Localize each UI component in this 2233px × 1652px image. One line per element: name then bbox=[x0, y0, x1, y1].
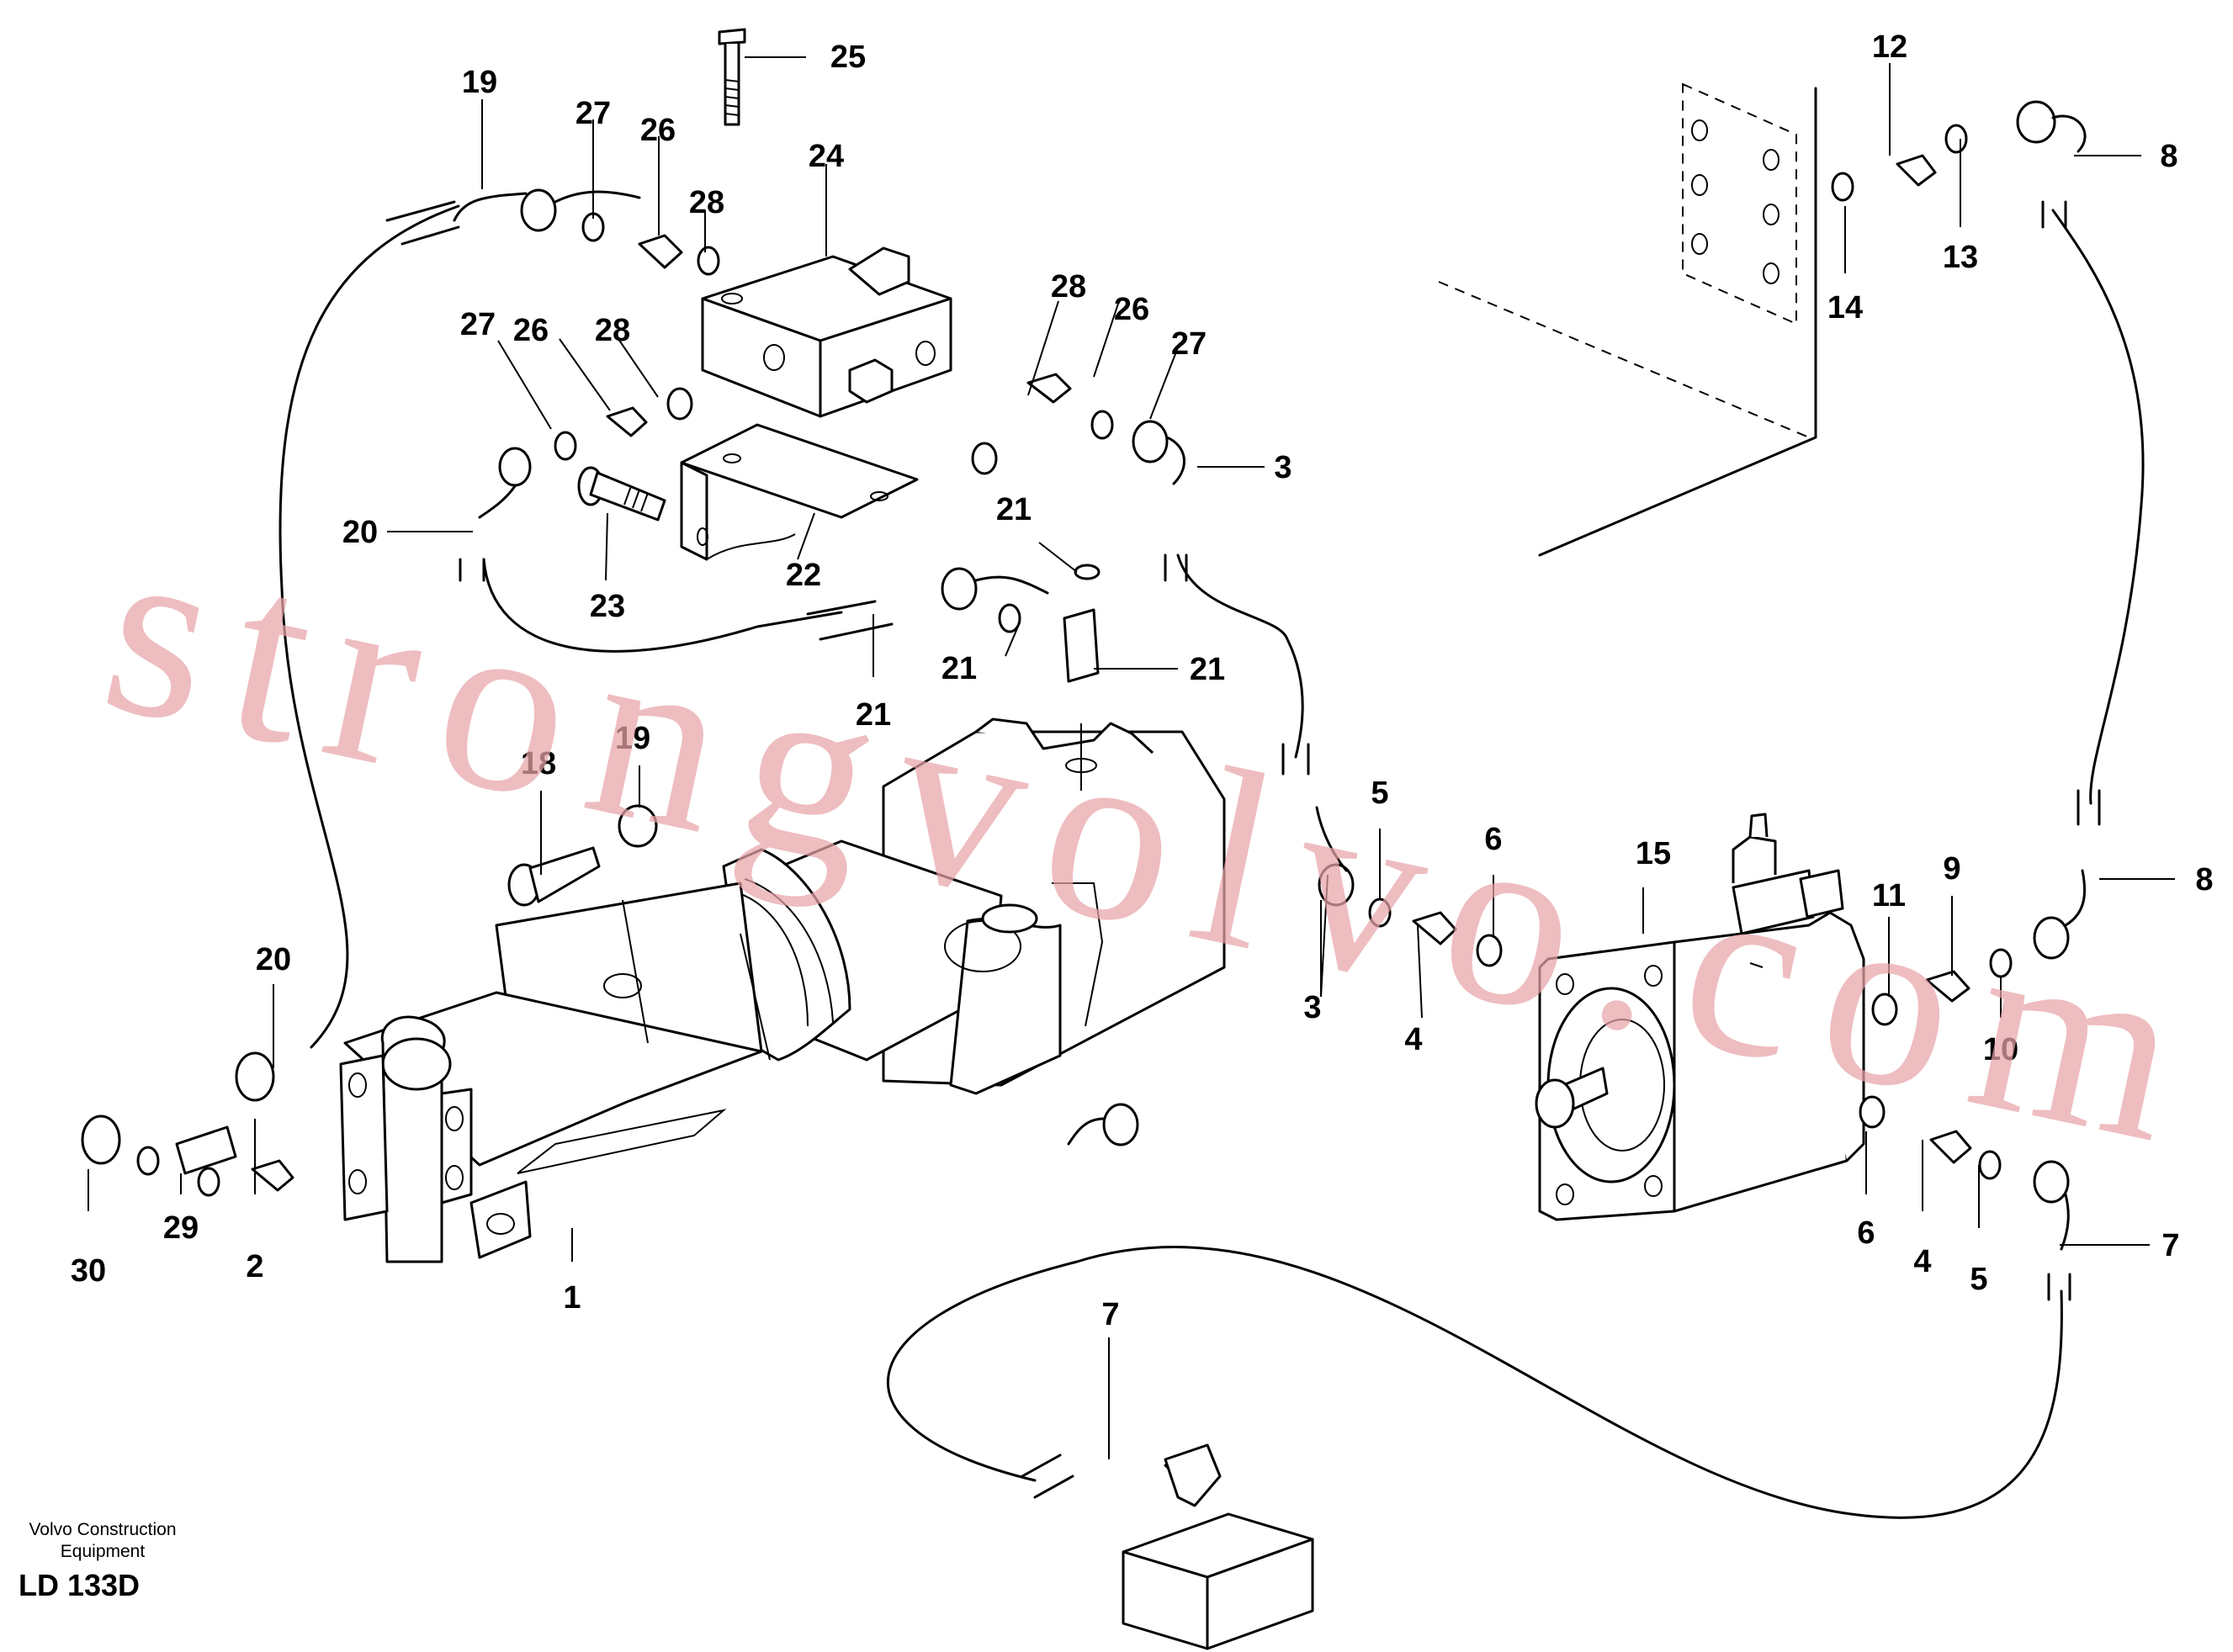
callout-27: 27 bbox=[575, 96, 611, 131]
pump-assembly bbox=[339, 717, 1226, 1263]
callout-26: 26 bbox=[513, 313, 549, 348]
callout-8: 8 bbox=[2160, 139, 2177, 174]
washer bbox=[618, 804, 658, 848]
callout-13: 13 bbox=[1943, 240, 1978, 275]
caption-org-line1: Volvo Construction bbox=[29, 1520, 177, 1539]
callout-4: 4 bbox=[1913, 1244, 1931, 1279]
callout-26: 26 bbox=[1114, 292, 1149, 327]
callout-12: 12 bbox=[1872, 29, 1907, 65]
caption-org: Volvo Construction Equipment bbox=[19, 1519, 187, 1563]
hydraulic-motor bbox=[1535, 813, 1865, 1221]
tank bbox=[1122, 1512, 1314, 1650]
caption-org-line2: Equipment bbox=[60, 1542, 146, 1561]
callout-21: 21 bbox=[996, 492, 1032, 527]
callout-5: 5 bbox=[1970, 1262, 1987, 1297]
leader-lines bbox=[88, 56, 2175, 1459]
callout-4: 4 bbox=[1404, 1022, 1422, 1057]
bolt bbox=[718, 28, 746, 126]
callout-5: 5 bbox=[1371, 776, 1388, 811]
callout-18: 19 bbox=[462, 65, 497, 100]
callout-18: 20 bbox=[256, 942, 291, 977]
callout-21: 21 bbox=[941, 651, 977, 686]
callout-7: 7 bbox=[1101, 1297, 1119, 1332]
callout-29: 29 bbox=[163, 1210, 199, 1246]
callout-6: 6 bbox=[1484, 822, 1502, 857]
callout-7: 7 bbox=[2161, 1228, 2179, 1263]
callout-19: 21 bbox=[856, 697, 891, 733]
callout-28: 28 bbox=[689, 185, 724, 220]
callout-20: 21 bbox=[1190, 652, 1225, 687]
callout-6: 6 bbox=[1857, 1215, 1875, 1251]
callout-27: 27 bbox=[460, 307, 496, 342]
fittings bbox=[81, 100, 2087, 1507]
callout-11: 11 bbox=[1872, 878, 1906, 913]
drawing-code: LD 133D bbox=[19, 1568, 141, 1602]
callout-24: 24 bbox=[809, 139, 844, 174]
screw bbox=[507, 846, 601, 907]
callout-30: 30 bbox=[71, 1253, 106, 1289]
callout-28: 28 bbox=[595, 313, 630, 348]
hoses bbox=[278, 192, 2145, 1519]
callout-27: 27 bbox=[1171, 326, 1207, 362]
callout-1: 1 bbox=[563, 1280, 581, 1316]
callout-28: 28 bbox=[1051, 269, 1086, 304]
callout-23: 23 bbox=[590, 589, 625, 624]
callout-22: 22 bbox=[786, 558, 821, 593]
callout-19: 20 bbox=[342, 515, 378, 550]
callouts: 19 27 26 28 25 24 27 26 28 20 22 23 28 2… bbox=[71, 29, 2214, 1332]
callout-26: 26 bbox=[640, 113, 676, 148]
callout-25: 25 bbox=[830, 40, 866, 75]
callout-9: 9 bbox=[1943, 851, 1960, 887]
callout-3: 3 bbox=[1303, 990, 1321, 1025]
callout-15: 15 bbox=[1636, 836, 1671, 871]
bolt bbox=[577, 466, 666, 522]
caption: Volvo Construction Equipment LD 133D bbox=[19, 1519, 187, 1603]
callout-3: 3 bbox=[1274, 450, 1292, 485]
mounting-bracket bbox=[680, 423, 919, 561]
callout-16: 18 bbox=[521, 746, 556, 781]
callout-14: 14 bbox=[1827, 290, 1863, 326]
callout-10: 10 bbox=[1983, 1032, 2018, 1067]
callout-8: 8 bbox=[2195, 862, 2213, 897]
frame-panel bbox=[1438, 82, 1817, 557]
callout-2: 2 bbox=[246, 1249, 263, 1284]
valve-block bbox=[701, 246, 952, 418]
callout-17: 19 bbox=[615, 721, 650, 756]
